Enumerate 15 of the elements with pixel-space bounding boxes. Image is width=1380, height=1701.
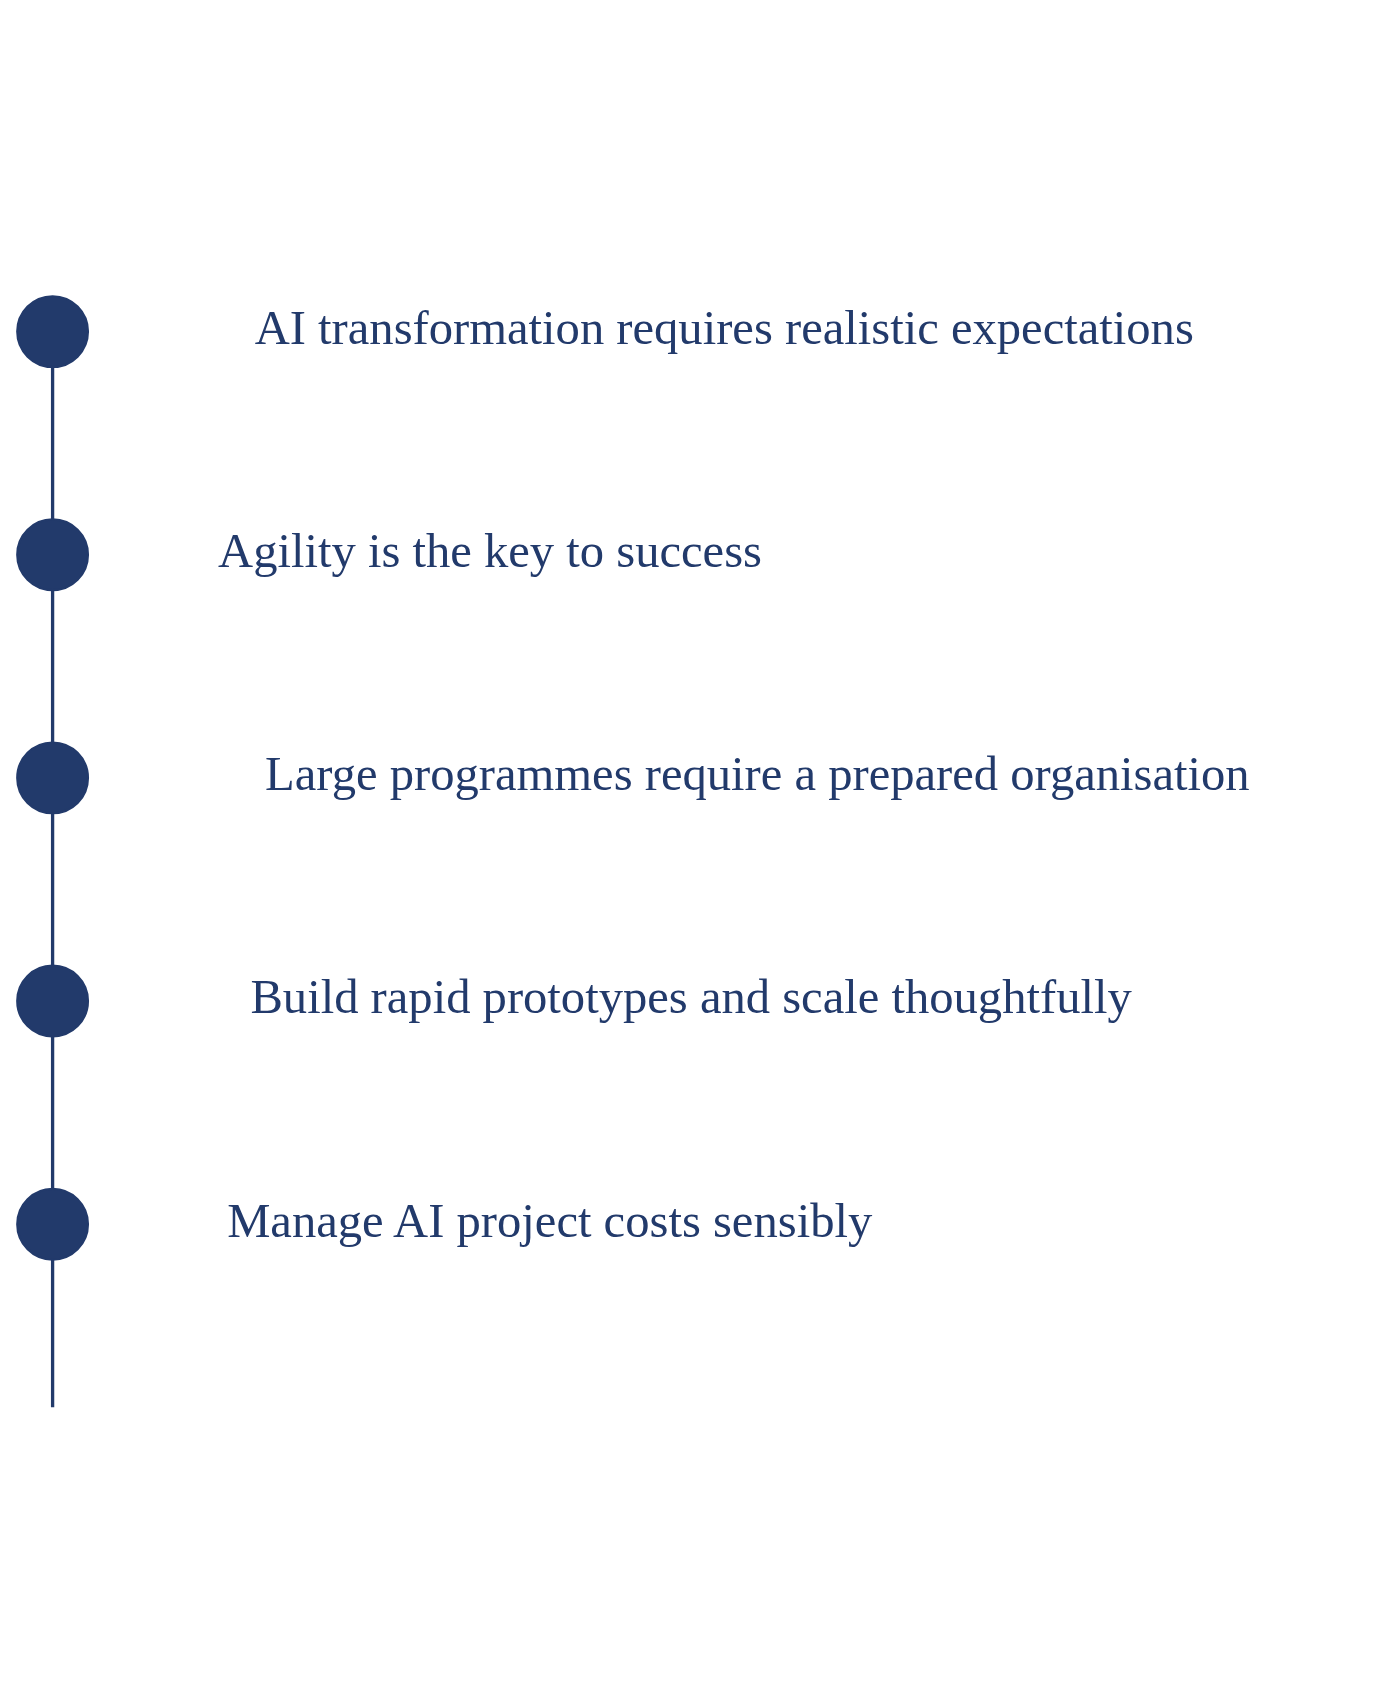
node-label: Manage AI project costs sensibly (227, 1193, 873, 1248)
node-label: AI transformation requires realistic expectations (254, 300, 1194, 355)
node-circle (16, 1187, 90, 1261)
node-circle (16, 741, 90, 815)
node-label: Build rapid prototypes and scale thoughtfully (250, 970, 1132, 1025)
node-circle (16, 295, 90, 369)
node-circle (16, 964, 90, 1038)
connector (50, 590, 55, 743)
node-circle (16, 518, 90, 592)
connector (50, 1259, 55, 1408)
connector (50, 1036, 55, 1189)
connector (50, 813, 55, 966)
connector (50, 367, 55, 519)
node-label: Large programmes require a prepared organisation (265, 747, 1250, 802)
node-label: Agility is the key to success (218, 524, 762, 579)
